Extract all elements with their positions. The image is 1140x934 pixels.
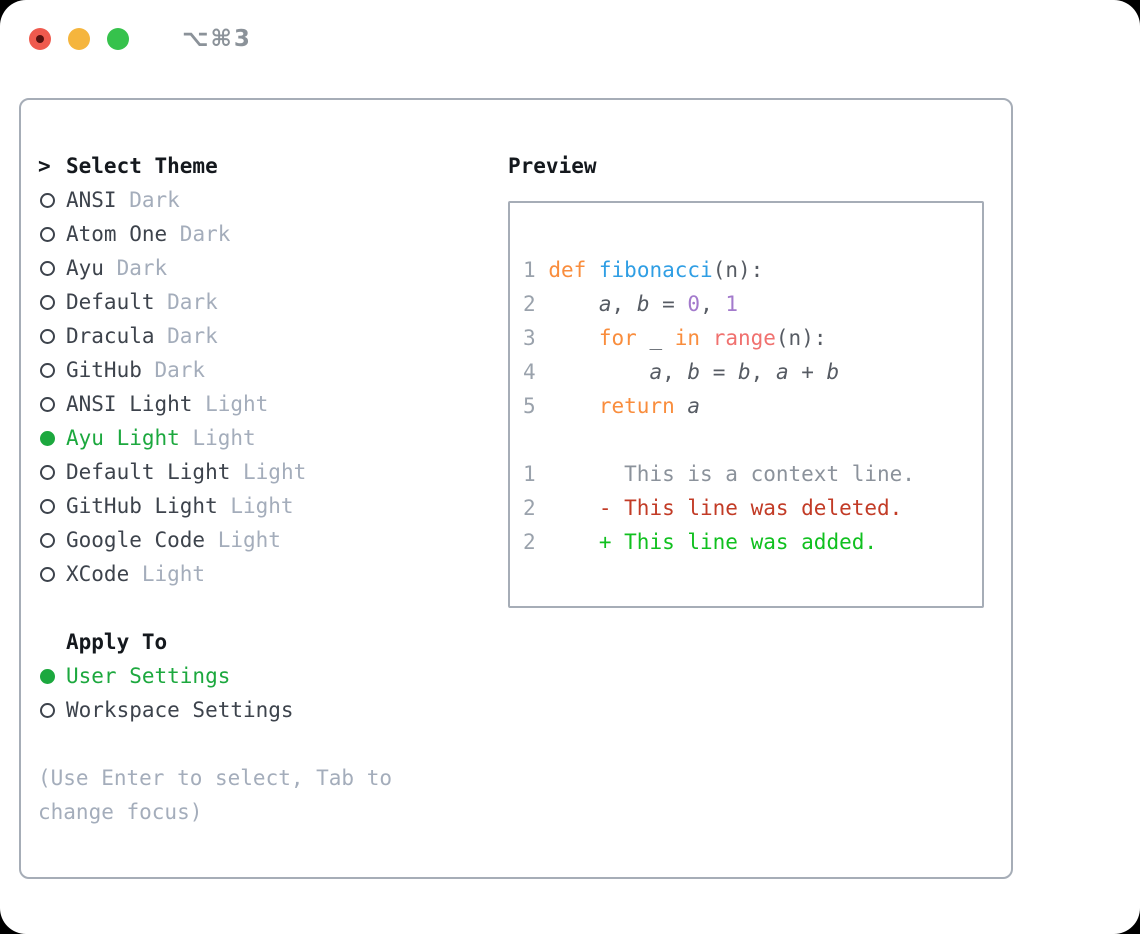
theme-name-label: Google Code <box>66 528 206 552</box>
window-title: ⌥⌘3 <box>182 26 252 52</box>
theme-variant-tag: Dark <box>179 222 231 246</box>
radio-icon <box>40 362 55 378</box>
apply-to-header-label: Apply To <box>66 630 168 654</box>
theme-option-ayu-light[interactable]: Ayu Light Light <box>38 421 486 455</box>
theme-variant-tag: Dark <box>154 358 206 382</box>
settings-panel: > Select Theme ANSI Dark Atom One Dark A… <box>19 98 1013 879</box>
theme-name-label: Default Light <box>66 460 231 484</box>
theme-name-label: GitHub <box>66 358 142 382</box>
theme-name-label: Default <box>66 290 155 314</box>
radio-selected-icon <box>40 430 55 446</box>
theme-list-header: > Select Theme <box>38 149 486 183</box>
theme-name-label: Ayu <box>66 256 104 280</box>
line-number: 3 <box>523 326 536 350</box>
theme-option-ansi-light[interactable]: ANSI Light Light <box>38 387 486 421</box>
apply-to-header: Apply To <box>38 625 486 659</box>
selection-cursor-icon: > <box>38 154 51 178</box>
line-number: 2 <box>523 496 536 520</box>
close-button[interactable] <box>29 28 51 50</box>
minimize-button[interactable] <box>68 28 90 50</box>
code-line-5: 5 return a <box>523 394 701 418</box>
preview-header: Preview <box>508 154 597 178</box>
window-titlebar: ⌥⌘3 <box>29 26 252 52</box>
diff-line-deleted: 2 - This line was deleted. <box>523 496 903 520</box>
theme-name-label: ANSI <box>66 188 117 212</box>
preview-section: Preview 1 def fibonacci(n): 2 a, b = 0, … <box>508 149 984 608</box>
theme-option-ayu-dark[interactable]: Ayu Dark <box>38 251 486 285</box>
theme-variant-tag: Dark <box>129 188 180 212</box>
radio-icon <box>40 464 55 480</box>
line-number: 1 <box>523 462 536 486</box>
radio-icon <box>40 532 55 548</box>
radio-icon <box>40 328 55 344</box>
theme-variant-tag: Light <box>141 562 206 586</box>
theme-variant-tag: Dark <box>167 290 218 314</box>
theme-option-atom-one-dark[interactable]: Atom One Dark <box>38 217 486 251</box>
theme-name-label: Dracula <box>66 324 155 348</box>
code-line-1: 1 def fibonacci(n): <box>523 258 764 282</box>
diff-line-added: 2 + This line was added. <box>523 530 878 554</box>
code-line-4: 4 a, b = b, a + b <box>523 360 840 384</box>
blank-line <box>523 423 976 457</box>
theme-name-label: Ayu Light <box>66 426 180 450</box>
theme-variant-tag: Dark <box>167 324 218 348</box>
spacer <box>38 591 486 625</box>
theme-variant-tag: Light <box>230 494 294 518</box>
theme-option-google-code-light[interactable]: Google Code Light <box>38 523 486 557</box>
preview-pane: 1 def fibonacci(n): 2 a, b = 0, 1 3 for … <box>508 201 984 608</box>
theme-variant-tag: Light <box>192 426 256 450</box>
theme-name-label: GitHub Light <box>66 494 218 518</box>
theme-name-label: XCode <box>66 562 130 586</box>
theme-variant-tag: Light <box>217 528 281 552</box>
apply-option-workspace-settings[interactable]: Workspace Settings <box>38 693 486 727</box>
theme-list-header-label: Select Theme <box>66 154 218 178</box>
radio-icon <box>40 396 55 412</box>
code-line-3: 3 for _ in range(n): <box>523 326 827 350</box>
theme-variant-tag: Dark <box>116 256 168 280</box>
theme-variant-tag: Light <box>205 392 269 416</box>
apply-option-label: User Settings <box>66 664 231 688</box>
theme-list: > Select Theme ANSI Dark Atom One Dark A… <box>38 149 486 829</box>
theme-variant-tag: Light <box>243 460 307 484</box>
line-number: 4 <box>523 360 536 384</box>
radio-icon <box>40 566 55 582</box>
theme-name-label: ANSI Light <box>66 392 193 416</box>
radio-icon <box>40 294 55 310</box>
theme-option-dracula-dark[interactable]: Dracula Dark <box>38 319 486 353</box>
theme-option-default-dark[interactable]: Default Dark <box>38 285 486 319</box>
radio-icon <box>40 702 55 718</box>
theme-option-github-dark[interactable]: GitHub Dark <box>38 353 486 387</box>
radio-icon <box>40 498 55 514</box>
radio-icon <box>40 226 55 242</box>
apply-option-user-settings[interactable]: User Settings <box>38 659 486 693</box>
radio-icon <box>40 260 55 276</box>
radio-selected-icon <box>40 668 55 684</box>
apply-option-label: Workspace Settings <box>66 698 294 722</box>
theme-name-label: Atom One <box>66 222 168 246</box>
theme-option-ansi-dark[interactable]: ANSI Dark <box>38 183 486 217</box>
spacer <box>38 727 486 761</box>
line-number: 2 <box>523 292 536 316</box>
diff-line-context: 1 This is a context line. <box>523 462 915 486</box>
zoom-button[interactable] <box>107 28 129 50</box>
theme-option-default-light[interactable]: Default Light Light <box>38 455 486 489</box>
line-number: 5 <box>523 394 536 418</box>
line-number: 2 <box>523 530 536 554</box>
line-number: 1 <box>523 258 536 282</box>
theme-option-xcode-light[interactable]: XCode Light <box>38 557 486 591</box>
code-line-2: 2 a, b = 0, 1 <box>523 292 739 316</box>
hint-text: (Use Enter to select, Tab to change focu… <box>38 766 393 824</box>
theme-option-github-light[interactable]: GitHub Light Light <box>38 489 486 523</box>
radio-icon <box>40 192 55 208</box>
